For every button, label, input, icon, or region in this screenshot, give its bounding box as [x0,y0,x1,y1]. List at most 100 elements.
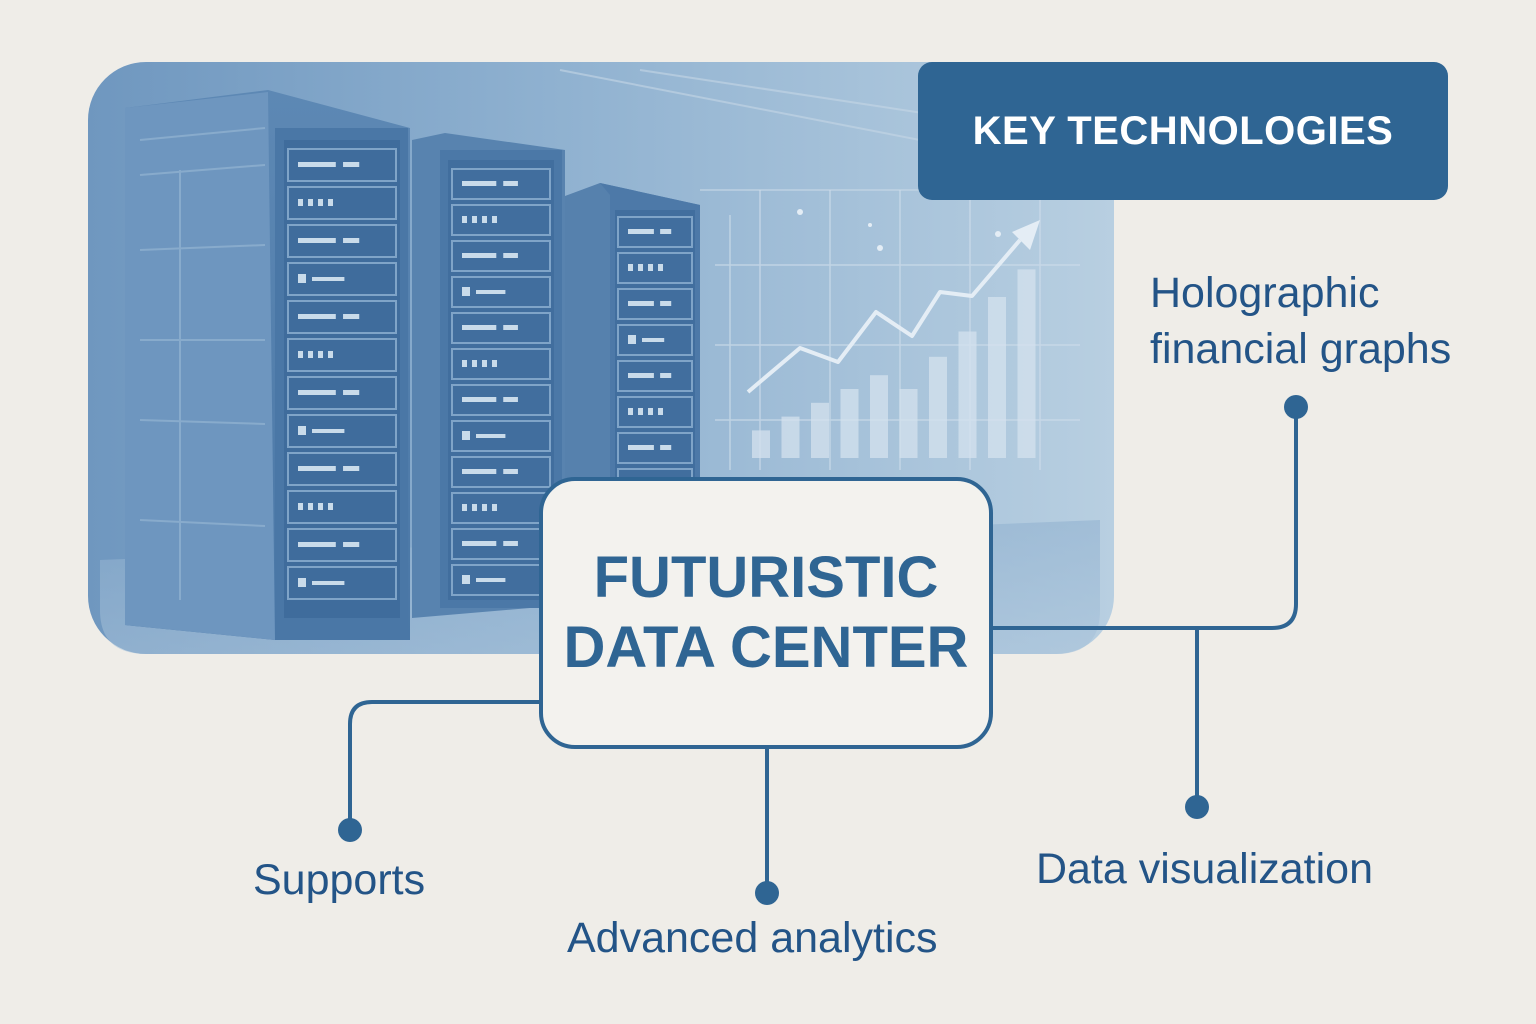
rack-unit [287,490,397,524]
rack-unit [287,300,397,334]
rack-unit-indicator [298,466,336,471]
rack-unit [451,204,551,236]
rack-unit-indicator [492,360,497,367]
rack-unit-indicator [462,287,470,296]
rack-unit-indicator [298,314,336,319]
rack-unit-indicator [298,199,303,206]
rack-unit-indicator [660,301,672,306]
rack-unit-indicator [312,429,345,433]
rack-unit [287,262,397,296]
rack-unit [617,288,693,320]
rack-unit-indicator [648,264,653,271]
rack-unit-indicator [298,578,306,587]
rack-unit-indicator [482,504,487,511]
rack-unit-indicator [482,216,487,223]
hologram-bar [988,297,1006,458]
rack-unit-indicator [472,504,477,511]
key-technologies-header: KEY TECHNOLOGIES [918,62,1448,200]
connector-supports [348,700,541,832]
branch-advanced-analytics-label: Advanced analytics [567,914,938,962]
rack-unit-indicator [628,301,654,306]
rack-unit [451,276,551,308]
rack-unit-indicator [476,578,506,582]
rack-unit-indicator [476,434,506,438]
hologram-bar-chart [752,269,1036,458]
rack-unit-indicator [503,325,518,330]
rack-unit [287,376,397,410]
rack-unit [287,528,397,562]
rack-unit-indicator [628,229,654,234]
rack-unit [287,566,397,600]
branch-holographic-line-2: financial graphs [1150,325,1452,373]
rack-unit [617,252,693,284]
rack-unit-indicator [328,503,333,510]
rack-unit [287,452,397,486]
rack-unit-indicator [628,373,654,378]
rack-unit-indicator [503,253,518,258]
rack-unit-indicator [462,469,497,474]
hologram-bar [781,416,800,458]
rack-unit-indicator [492,216,497,223]
rack-unit [287,186,397,220]
branch-holographic-line-1: Holographic [1150,269,1380,317]
connector-main-right [991,406,1298,630]
rack-unit-indicator [298,542,336,547]
rack-unit-indicator [298,238,336,243]
rack-unit-indicator [308,351,313,358]
rack-unit-indicator [462,541,497,546]
rack-unit-indicator [312,581,345,585]
rack-unit-indicator [298,426,306,435]
rack-unit-indicator [462,253,497,258]
rack-unit [287,414,397,448]
rack-unit-indicator [628,445,654,450]
node-supports [338,818,362,842]
connector-nodes [338,395,1308,905]
hologram-bar [1017,269,1036,458]
rack-unit [617,324,693,356]
rack-unit-indicator [298,390,336,395]
hologram-bar [840,389,859,458]
server-rack-2 [412,133,565,618]
hologram-bar [870,375,888,458]
hologram-bar [811,402,829,458]
branch-supports-label: Supports [253,856,426,904]
rack-unit-indicator [462,575,470,584]
branch-holographic-label: Holographic financial graphs [1150,265,1451,377]
hologram-bar [899,389,918,458]
rack-unit-indicator [648,408,653,415]
rack-unit-indicator [628,264,633,271]
rack-unit-indicator [660,229,672,234]
trend-arrow-head-icon [1012,220,1040,250]
rack-unit-indicator [298,351,303,358]
rack-unit-indicator [328,351,333,358]
rack-unit-indicator [343,542,360,547]
hologram-bar [958,331,977,458]
rack-unit-indicator [503,469,518,474]
node-holographic [1284,395,1308,419]
rack-unit [451,240,551,272]
rack-unit-indicator [503,541,518,546]
rack-unit [451,312,551,344]
rack-unit-indicator [462,504,467,511]
rack-unit [451,168,551,200]
rack-unit-indicator [318,503,323,510]
rack-unit-indicator [462,181,497,186]
rack-unit-indicator [308,503,313,510]
rack-unit-indicator [503,397,518,402]
rack-unit-indicator [482,360,487,367]
rack-unit [287,338,397,372]
rack-unit [617,432,693,464]
rack-unit-indicator [492,504,497,511]
rack-unit [617,216,693,248]
rack-unit [287,224,397,258]
rack-unit-indicator [308,199,313,206]
hologram-bar [929,356,947,458]
rack-unit-indicator [638,408,643,415]
central-topic-line-2: DATA CENTER [563,615,969,680]
rack-unit-indicator [476,290,506,294]
rack-unit-indicator [660,373,672,378]
rack-unit-indicator [658,264,663,271]
hologram-bar [752,430,770,458]
trend-line [746,238,1022,394]
rack-unit-indicator [343,238,360,243]
